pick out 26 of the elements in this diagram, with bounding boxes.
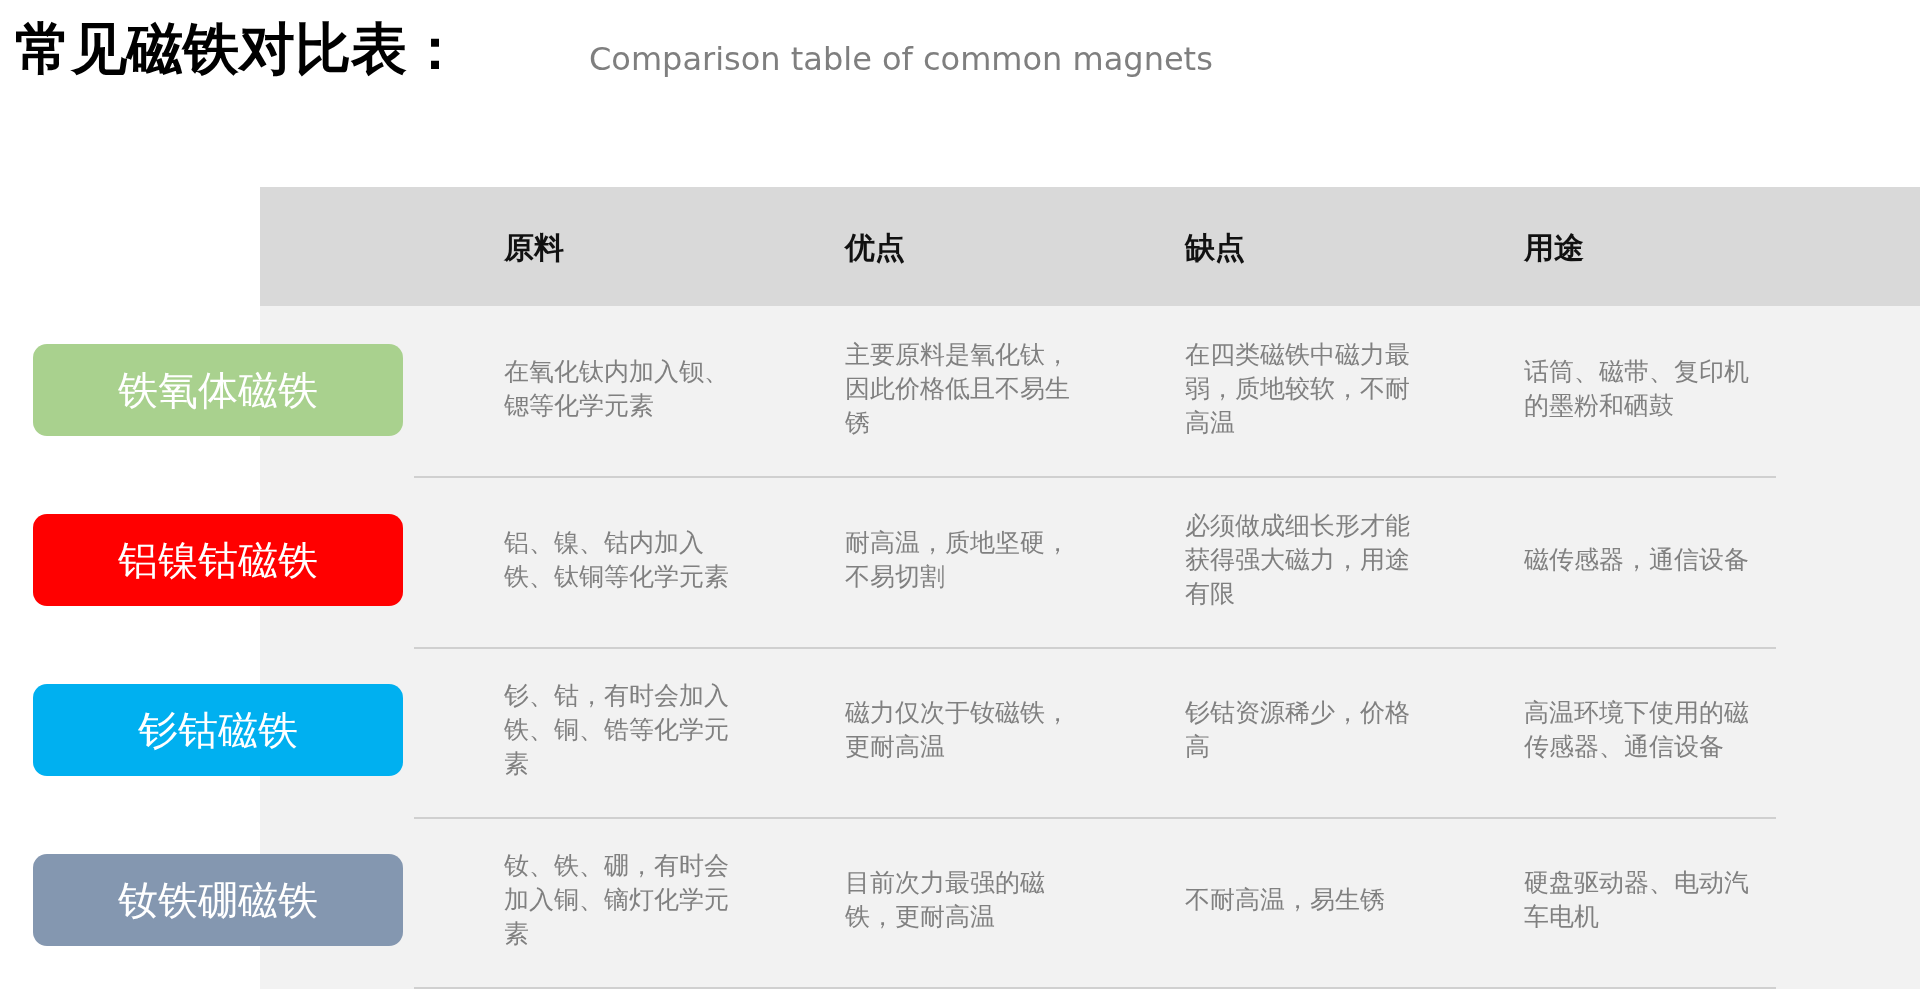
table-cell-text: 钐、钴，有时会加入铁、铜、锆等化学元素 [504, 680, 730, 780]
label-pill: 铝镍钴磁铁 [33, 514, 403, 606]
title: 常见磁铁对比表： [15, 14, 463, 83]
table-cell-text: 钕、铁、硼，有时会加入铜、镝灯化学元素 [504, 850, 730, 950]
column-header: 原料 [504, 229, 564, 267]
table-cell-text: 铝、镍、钴内加入铁、钛铜等化学元素 [504, 527, 730, 593]
table-cell-text: 话筒、磁带、复印机的墨粉和硒鼓 [1524, 356, 1750, 422]
table-cell-text: 磁力仅次于钕磁铁，更耐高温 [845, 697, 1071, 763]
table-cell-text: 硬盘驱动器、电动汽车电机 [1524, 867, 1750, 933]
subtitle: Comparison table of common magnets [589, 40, 1213, 78]
table-cell-text: 在四类磁铁中磁力最弱，质地较软，不耐高温 [1185, 339, 1411, 439]
table-cell-text: 在氧化钛内加入钡、锶等化学元素 [504, 356, 730, 422]
label-pill: 钐钴磁铁 [33, 684, 403, 776]
table-cell-text: 主要原料是氧化钛，因此价格低且不易生锈 [845, 339, 1071, 439]
table-cell-text: 钐钴资源稀少，价格高 [1185, 697, 1411, 763]
table-cell-text: 目前次力最强的磁铁，更耐高温 [845, 867, 1046, 933]
table-cell-text: 磁传感器，通信设备 [1524, 544, 1750, 576]
column-header: 优点 [845, 229, 905, 267]
column-header: 缺点 [1185, 229, 1245, 267]
label-pill: 钕铁硼磁铁 [33, 854, 403, 946]
table-cell-text: 高温环境下使用的磁传感器、通信设备 [1524, 697, 1750, 763]
column-header: 用途 [1524, 229, 1584, 267]
table-cell-text: 必须做成细长形才能获得强大磁力，用途有限 [1185, 510, 1411, 610]
table-cell-text: 不耐高温，易生锈 [1185, 884, 1386, 916]
label-pill: 铁氧体磁铁 [33, 344, 403, 436]
table-cell-text: 耐高温，质地坚硬，不易切割 [845, 527, 1071, 593]
